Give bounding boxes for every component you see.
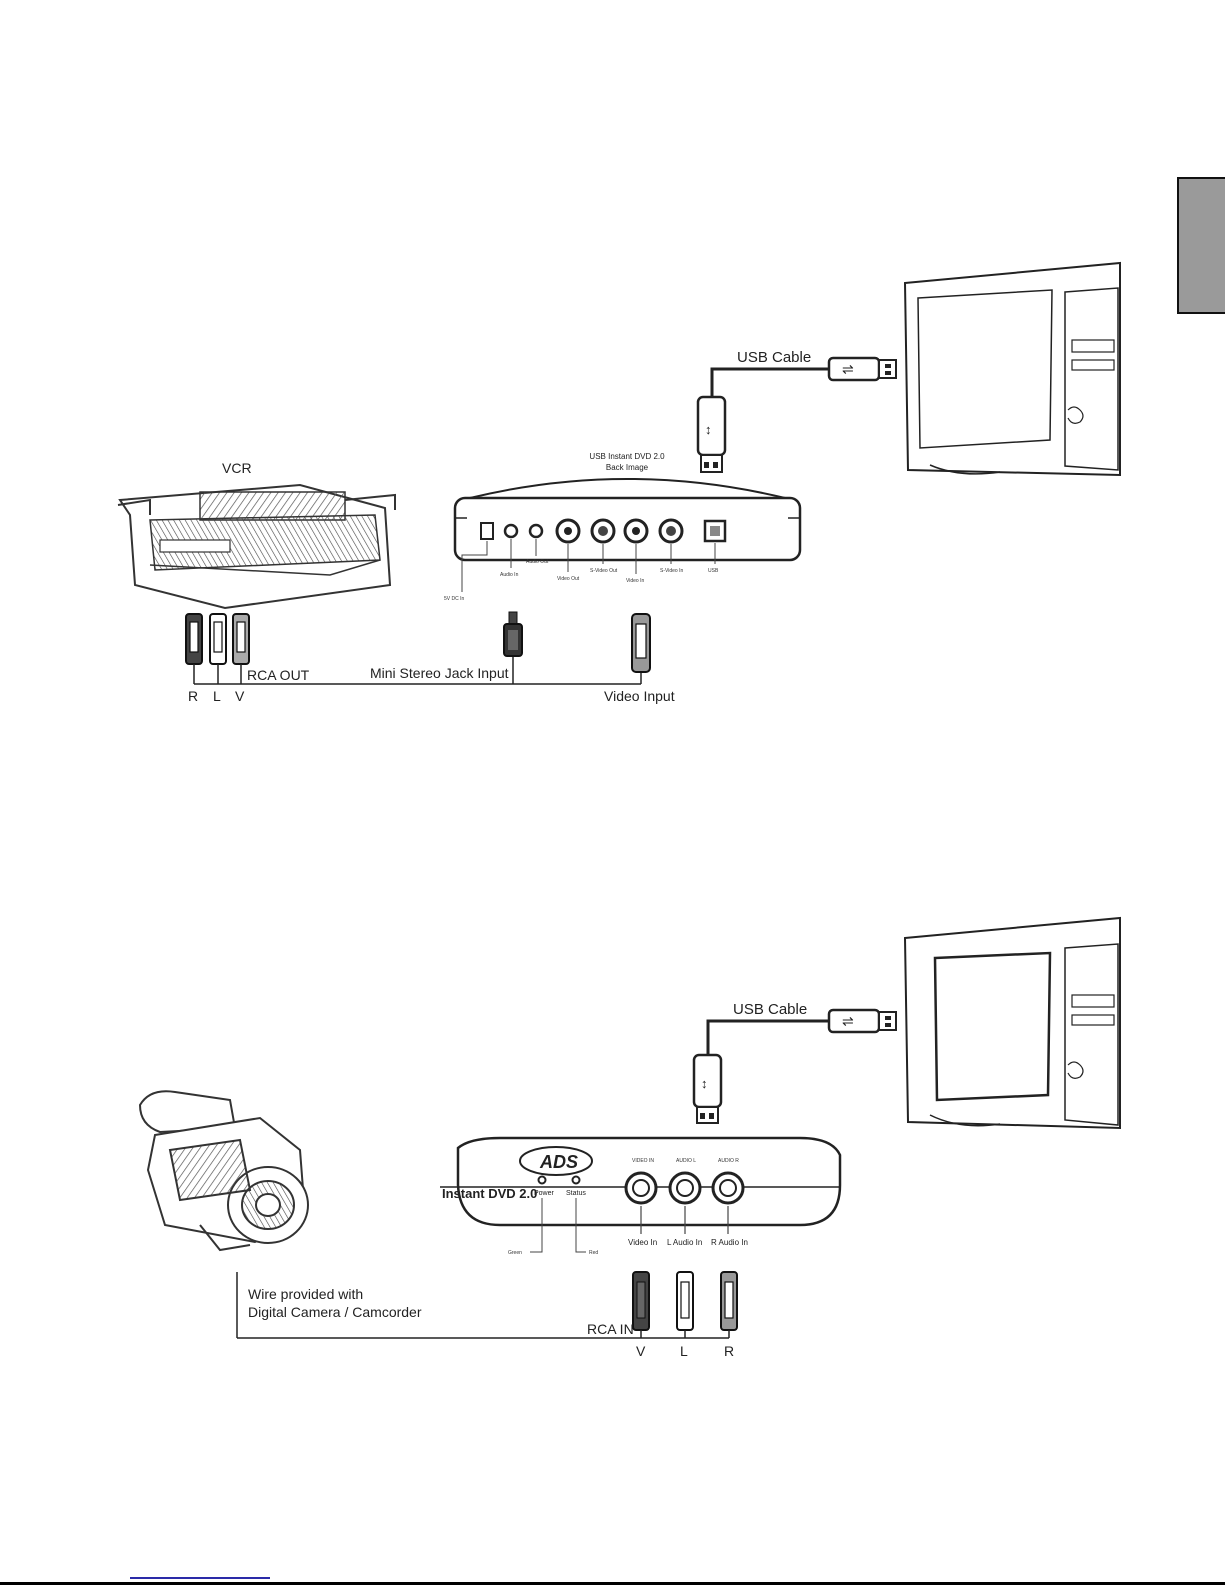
red-led-label: Red (589, 1250, 598, 1256)
dc-in-port-icon (480, 522, 494, 540)
computer-monitor-icon-2 (903, 916, 1121, 1130)
usb-plug-horizontal-icon: ⇌ (827, 356, 897, 382)
audio-in-port-icon (503, 523, 519, 539)
usb-cable-label-2: USB Cable (733, 1001, 807, 1018)
mini-jack-label: Mini Stereo Jack Input (370, 665, 509, 681)
video-plug-icon (631, 613, 651, 673)
wire-note-line2: Digital Camera / Camcorder (248, 1304, 422, 1320)
r-label: R (188, 688, 198, 704)
chapter-edge-tab (1177, 177, 1225, 314)
port-label-dc: 5V DC In (444, 596, 465, 602)
usb-plug-horizontal-icon-2: ⇌ (827, 1008, 897, 1034)
ads-logo: ADS (519, 1146, 593, 1176)
model-name: Instant DVD 2.0 (442, 1186, 537, 1201)
device-title-line1: USB Instant DVD 2.0 (589, 452, 665, 461)
port-label-audio-out: Audio Out (526, 559, 549, 565)
svg-text:↕: ↕ (705, 422, 712, 437)
instant-dvd-front-panel: ADS Instant DVD 2.0 Power Status Green R… (440, 1136, 842, 1256)
diagram-camcorder-connection: ⇌ ↕ USB Cable ADS (138, 916, 1121, 1359)
video-input-label: Video Input (604, 688, 675, 704)
r-label-2: R (724, 1343, 734, 1359)
rca-out-label: RCA OUT (247, 667, 310, 683)
svg-text:⇌: ⇌ (842, 1013, 854, 1029)
rca-in-label: RCA IN (587, 1321, 634, 1337)
rca-plugs-out-icon (185, 613, 250, 665)
audio-out-port-icon (528, 523, 544, 539)
power-label: Power (534, 1190, 555, 1197)
status-led-icon (571, 1175, 581, 1185)
footer-link-underline (130, 1577, 270, 1579)
port-top-audio-r: AUDIO R (718, 1158, 739, 1164)
diagram-vcr-connection: ⇌ ↕ USB Cable VCR USB Instant DVD 2.0 Ba… (117, 261, 1121, 704)
usb-plug-vertical-icon: ↕ (696, 395, 727, 473)
r-audio-in-label: R Audio In (711, 1238, 748, 1247)
computer-monitor-icon (903, 261, 1121, 477)
mini-stereo-plug-icon (503, 611, 523, 657)
power-led-icon (537, 1175, 547, 1185)
port-label-svideo-out: S-Video Out (590, 568, 618, 574)
svg-text:⇌: ⇌ (842, 361, 854, 377)
status-label: Status (566, 1190, 586, 1197)
port-top-audio-l: AUDIO L (676, 1158, 696, 1164)
v-label: V (235, 688, 245, 704)
instant-dvd-back-panel: USB Instant DVD 2.0 Back Image (444, 452, 802, 602)
port-label-video-out: Video Out (557, 576, 580, 582)
green-led-label: Green (508, 1250, 522, 1256)
port-top-video: VIDEO IN (632, 1158, 654, 1164)
camcorder-icon (138, 1090, 309, 1252)
rca-plugs-in-icon (632, 1271, 738, 1331)
svg-text:↕: ↕ (701, 1076, 708, 1091)
vcr-icon (117, 483, 396, 610)
brand-logo-text: ADS (539, 1152, 578, 1172)
l-label: L (213, 688, 221, 704)
l-label-2: L (680, 1343, 688, 1359)
usb-plug-vertical-icon-2: ↕ (692, 1053, 723, 1124)
video-in-label: Video In (628, 1238, 657, 1247)
page-bottom-rule (0, 1582, 1225, 1585)
l-audio-in-label: L Audio In (667, 1238, 702, 1247)
port-label-usb: USB (708, 568, 719, 574)
v-label-2: V (636, 1343, 646, 1359)
port-label-audio-in: Audio In (500, 572, 519, 578)
port-label-video-in: Video In (626, 578, 644, 584)
usb-cable-label: USB Cable (737, 349, 811, 366)
vcr-label: VCR (222, 460, 252, 476)
front-rca-jacks (624, 1171, 745, 1205)
wire-note-line1: Wire provided with (248, 1286, 363, 1302)
port-label-svideo-in: S-Video In (660, 568, 683, 574)
device-title-line2: Back Image (606, 463, 649, 472)
